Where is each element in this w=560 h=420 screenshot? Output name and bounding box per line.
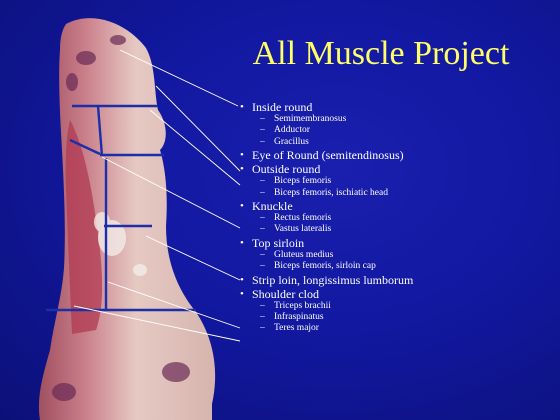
cut-eye-of-round: Eye of Round (semitendinosus) [238, 148, 556, 162]
muscle-biceps-femoris-sirloin-cap: Biceps femoris, sirloin cap [238, 261, 556, 272]
muscle-teres-major: Teres major [238, 323, 556, 334]
muscle-list: Inside round Semimembranosus Adductor Gr… [238, 100, 556, 335]
carcass-shape [39, 18, 215, 420]
muscle-infraspinatus: Infraspinatus [238, 312, 556, 323]
muscle-biceps-femoris-ischiatic: Biceps femoris, ischiatic head [238, 188, 556, 199]
muscle-biceps-femoris: Biceps femoris [238, 176, 556, 187]
muscle-adductor: Adductor [238, 125, 556, 136]
muscle-gluteus-medius: Gluteus medius [238, 250, 556, 261]
cut-knuckle: Knuckle [238, 199, 556, 213]
cut-strip-loin: Strip loin, longissimus lumborum [238, 273, 556, 287]
muscle-gracillus: Gracillus [238, 137, 556, 148]
muscle-semimembranosus: Semimembranosus [238, 114, 556, 125]
cut-outside-round: Outside round [238, 162, 556, 176]
muscle-vastus-lateralis: Vastus lateralis [238, 224, 556, 235]
cut-shoulder-clod: Shoulder clod [238, 287, 556, 301]
slide-title: All Muscle Project [226, 34, 536, 74]
cut-top-sirloin: Top sirloin [238, 236, 556, 250]
cut-inside-round: Inside round [238, 100, 556, 114]
muscle-rectus-femoris: Rectus femoris [238, 213, 556, 224]
muscle-triceps-brachii: Triceps brachii [238, 301, 556, 312]
